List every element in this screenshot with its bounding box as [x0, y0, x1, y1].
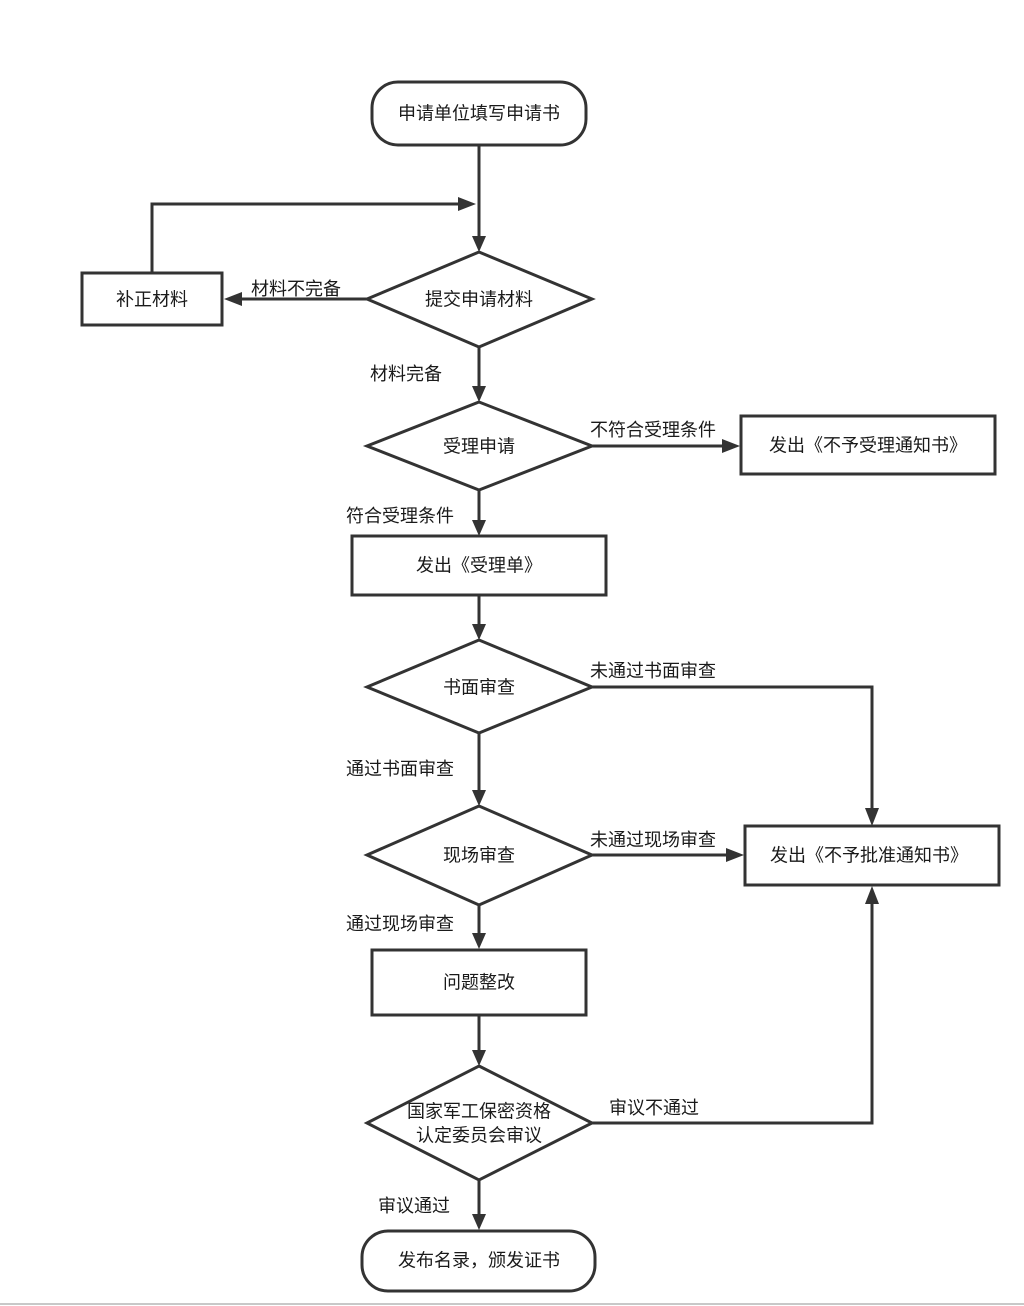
arrowhead-written-top	[472, 624, 486, 640]
arrowhead-receipt-top	[472, 520, 486, 536]
end-terminator	[360, 1229, 597, 1293]
arrowhead-onsite-top	[472, 790, 486, 806]
arrowhead-end-top	[472, 1214, 486, 1230]
onsite-review-label: 现场审查	[443, 846, 515, 867]
arrowhead-accept-top	[472, 386, 486, 402]
edge-label-review-pass: 审议通过	[378, 1196, 450, 1217]
edge-label-onsite-fail: 未通过现场审查	[590, 830, 716, 851]
start-label: 申请单位填写申请书	[398, 104, 560, 125]
supplement-label: 补正材料	[116, 290, 188, 311]
onsite-review-decision	[363, 804, 596, 907]
rectify-process	[370, 948, 588, 1017]
submit-label: 提交申请材料	[425, 290, 533, 311]
reject-approve-label: 发出《不予批准通知书》	[770, 846, 968, 867]
committee-decision	[363, 1064, 596, 1182]
end-label: 发布名录，颁发证书	[398, 1251, 560, 1272]
edge-label-complete: 材料完备	[370, 364, 442, 385]
edge-labels: 材料不完备 材料完备 不符合受理条件 符合受理条件 未通过书面审查 通过书面审查…	[251, 279, 716, 1217]
arrowhead-reject-accept	[722, 439, 740, 453]
supplement-process	[80, 271, 224, 327]
accept-decision	[362, 400, 597, 492]
edge-label-not-eligible: 不符合受理条件	[590, 420, 716, 441]
edge-written-to-reject	[591, 685, 874, 810]
arrowhead-reject-approve-bottom	[865, 886, 879, 904]
start-terminator	[370, 80, 588, 147]
submit-decision	[363, 250, 596, 349]
receipt-process	[350, 534, 608, 597]
committee-label-line2: 认定委员会审议	[416, 1126, 542, 1147]
edge-supplement-loop	[150, 202, 462, 272]
written-review-decision	[363, 638, 596, 735]
reject-accept-label: 发出《不予受理通知书》	[769, 436, 967, 457]
rectify-label: 问题整改	[443, 973, 515, 994]
arrowhead-committee-top	[472, 1050, 486, 1066]
reject-approve-process	[743, 824, 1001, 887]
connectors	[150, 145, 879, 1230]
committee-label-line1: 国家军工保密资格	[407, 1102, 551, 1123]
edge-label-onsite-pass: 通过现场审查	[346, 914, 454, 935]
written-review-label: 书面审查	[443, 678, 515, 699]
edge-label-review-fail: 审议不通过	[609, 1098, 699, 1119]
edge-label-written-pass: 通过书面审查	[346, 759, 454, 780]
reject-accept-process	[739, 414, 997, 476]
accept-label: 受理申请	[443, 437, 515, 458]
nodes: 申请单位填写申请书 补正材料 提交申请材料 受理申请 发出《不予受理通知书》 发…	[80, 80, 1001, 1293]
edge-committee-to-reject	[591, 902, 874, 1125]
edge-label-incomplete: 材料不完备	[251, 279, 341, 300]
receipt-label: 发出《受理单》	[416, 556, 542, 577]
arrowhead-rectify-top	[472, 933, 486, 949]
arrowhead-reject-approve-left	[726, 848, 744, 862]
arrowhead-submit-top	[472, 236, 486, 252]
edge-label-eligible: 符合受理条件	[346, 506, 454, 527]
arrowhead-supplement	[224, 292, 242, 306]
edge-label-written-fail: 未通过书面审查	[590, 661, 716, 682]
arrowhead-reject-approve-top	[865, 808, 879, 826]
arrowhead-loop-return	[458, 197, 476, 211]
